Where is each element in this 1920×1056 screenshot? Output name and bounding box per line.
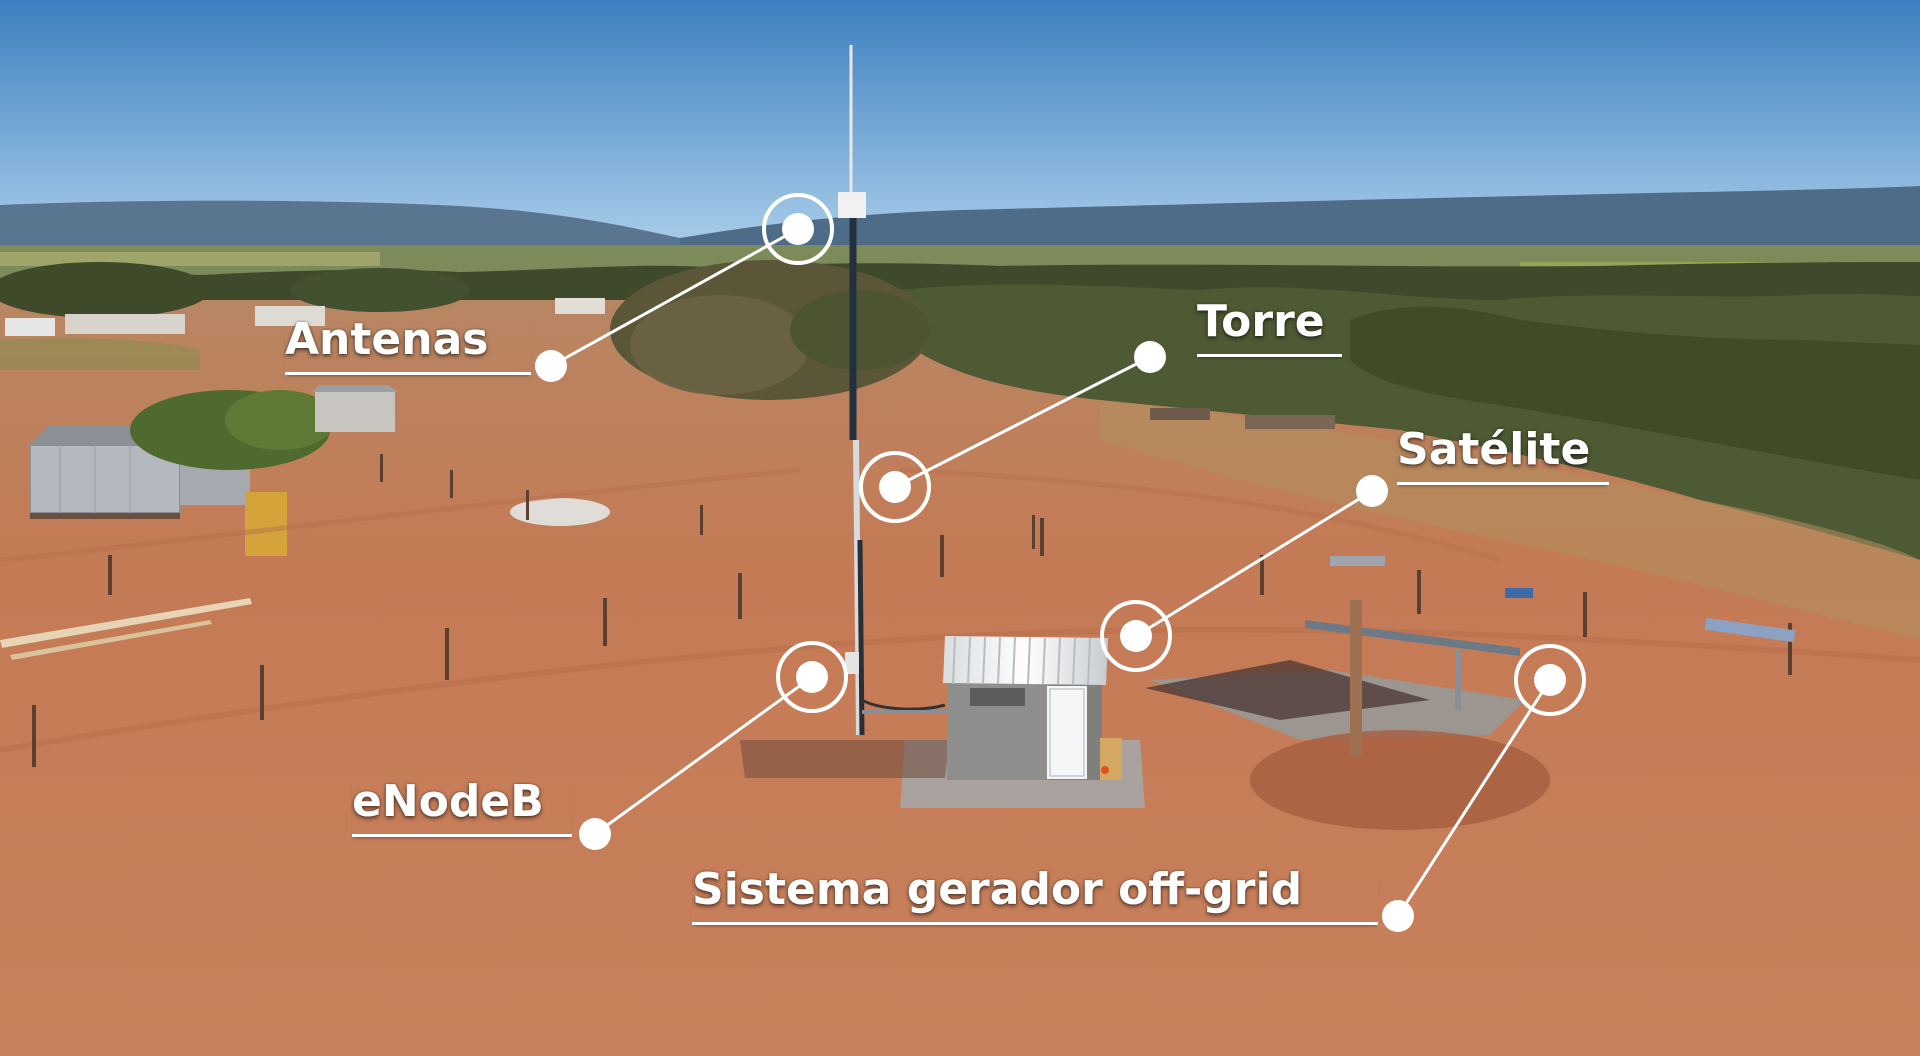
callout-line-gerador (1396, 679, 1552, 917)
right-forest-shade (1350, 306, 1920, 480)
far-building-2 (65, 314, 185, 334)
wood-plank-2 (10, 620, 212, 660)
far-building-1 (5, 318, 55, 336)
small-shed (315, 392, 395, 432)
callout-line-enodeb (594, 675, 813, 836)
blue-item (1505, 588, 1533, 598)
scrap-item (1330, 556, 1385, 566)
callout-target-gerador (1514, 644, 1586, 716)
label-torre: Torre (1197, 300, 1342, 357)
shelter-shadow (740, 740, 950, 778)
callout-dot-gerador-end (1382, 900, 1414, 932)
tarp-pile (510, 498, 610, 526)
callout-dot-satelite-end (1356, 475, 1388, 507)
center-tree (630, 295, 810, 395)
tire-track-3 (899, 467, 1501, 563)
pipe-item (1704, 617, 1796, 643)
callout-dot-enodeb-end (579, 818, 611, 850)
debris-pile-2 (1245, 415, 1335, 429)
callout-target-satelite (1100, 600, 1172, 672)
tree-near-house-2 (225, 390, 335, 450)
callout-target-antenas (762, 193, 834, 265)
callout-dot-torre-end (1134, 341, 1166, 373)
far-building-3 (255, 306, 325, 326)
left-treeline (0, 262, 210, 318)
equipment-shelter-icon (943, 636, 1122, 780)
dry-grass (1100, 400, 1920, 640)
callout-line-antenas (550, 227, 799, 368)
tower-icon (838, 45, 947, 736)
solar-panel-icon (1305, 600, 1520, 755)
label-enodeb: eNodeB (352, 780, 572, 837)
dirt-mound (1250, 730, 1550, 830)
label-satelite: Satélite (1397, 428, 1609, 485)
far-treeline (0, 262, 1920, 300)
callout-line-torre (894, 355, 1151, 489)
callout-line-satelite (1135, 489, 1373, 638)
distant-mountains (0, 200, 680, 250)
tire-track (0, 626, 1920, 753)
distant-mountains-right (680, 186, 1920, 260)
yellow-box (245, 492, 287, 556)
debris-pile (1150, 408, 1210, 420)
callout-dot-antenas-end (535, 350, 567, 382)
left-grass (0, 338, 200, 370)
left-treeline-2 (290, 268, 470, 312)
far-building-4 (555, 298, 605, 314)
label-antenas: Antenas (285, 318, 531, 375)
center-tree-2 (790, 290, 930, 370)
label-gerador: Sistema gerador off-grid (692, 868, 1378, 925)
tire-track-2 (0, 467, 801, 563)
wood-plank (0, 598, 252, 648)
callout-target-torre (859, 451, 931, 523)
callout-target-enodeb (776, 641, 848, 713)
fence-posts-icon (32, 454, 1792, 767)
